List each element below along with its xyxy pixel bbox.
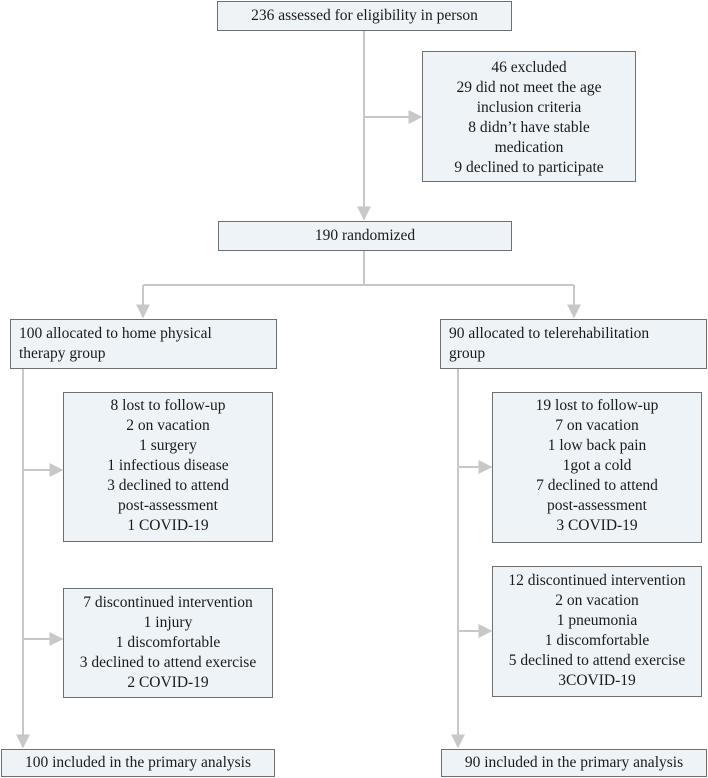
left-discontinued-box: 7 discontinued intervention 1 injury 1 d… bbox=[63, 588, 273, 698]
left-lost-line: post-assessment bbox=[118, 497, 218, 514]
left-allocated-line: therapy group bbox=[19, 345, 106, 362]
right-arm-allocated-box: 90 allocated to telerehabilitation group bbox=[440, 319, 707, 369]
right-discontinued-line: 1 pneumonia bbox=[556, 612, 638, 629]
right-lost-line: 1got a cold bbox=[562, 457, 632, 474]
left-lost-line: 1 COVID-19 bbox=[127, 517, 209, 534]
right-lost-line: 3 COVID-19 bbox=[556, 517, 638, 534]
right-lost-line: 1 low back pain bbox=[547, 437, 647, 454]
right-lost-line: post-assessment bbox=[547, 497, 647, 514]
right-analysis-box: 90 included in the primary analysis bbox=[441, 749, 707, 777]
right-discontinued-line: 12 discontinued intervention bbox=[508, 572, 686, 589]
left-discontinued-line: 2 COVID-19 bbox=[127, 674, 209, 691]
left-discontinued-line: 7 discontinued intervention bbox=[83, 594, 253, 611]
right-discontinued-line: 2 on vacation bbox=[555, 592, 639, 609]
left-discontinued-line: 1 discomfortable bbox=[115, 634, 221, 651]
right-discontinued-line: 5 declined to attend exercise bbox=[508, 652, 686, 669]
left-lost-line: 2 on vacation bbox=[126, 417, 210, 434]
left-analysis-label: 100 included in the primary analysis bbox=[25, 754, 251, 771]
left-allocated-line: 100 allocated to home physical bbox=[19, 325, 212, 342]
right-analysis-label: 90 included in the primary analysis bbox=[464, 754, 684, 771]
randomized-box: 190 randomized bbox=[218, 221, 512, 251]
left-discontinued-line: 3 declined to attend exercise bbox=[79, 654, 257, 671]
right-discontinued-box: 12 discontinued intervention 2 on vacati… bbox=[492, 566, 702, 697]
excluded-line: 29 did not meet the age bbox=[456, 79, 602, 96]
right-allocated-line: 90 allocated to telerehabilitation bbox=[449, 325, 650, 342]
left-lost-line: 1 surgery bbox=[139, 437, 197, 454]
right-allocated-line: group bbox=[449, 345, 486, 362]
randomized-label: 190 randomized bbox=[314, 227, 416, 244]
excluded-line: medication bbox=[494, 139, 564, 156]
left-lost-line: 1 infectious disease bbox=[107, 457, 229, 474]
right-lost-line: 7 declined to attend bbox=[536, 477, 658, 494]
left-lost-box: 8 lost to follow-up 2 on vacation 1 surg… bbox=[63, 392, 273, 542]
right-discontinued-line: 1 discomfortable bbox=[544, 632, 650, 649]
assessed-box: 236 assessed for eligibility in person bbox=[217, 1, 512, 31]
right-discontinued-line: 3COVID-19 bbox=[558, 672, 636, 689]
excluded-line: inclusion criteria bbox=[476, 99, 582, 116]
left-analysis-box: 100 included in the primary analysis bbox=[1, 749, 275, 777]
left-lost-line: 3 declined to attend bbox=[107, 477, 229, 494]
left-discontinued-line: 1 injury bbox=[143, 614, 193, 631]
assessed-label: 236 assessed for eligibility in person bbox=[251, 7, 478, 24]
right-lost-line: 7 on vacation bbox=[555, 417, 639, 434]
left-lost-line: 8 lost to follow-up bbox=[110, 397, 226, 414]
right-lost-box: 19 lost to follow-up 7 on vacation 1 low… bbox=[492, 392, 702, 543]
excluded-line: 8 didn’t have stable bbox=[468, 119, 590, 136]
excluded-box: 46 excluded 29 did not meet the age incl… bbox=[422, 51, 636, 182]
right-lost-line: 19 lost to follow-up bbox=[535, 397, 659, 414]
left-arm-allocated-box: 100 allocated to home physical therapy g… bbox=[10, 319, 277, 369]
excluded-line: 46 excluded bbox=[491, 59, 567, 76]
excluded-line: 9 declined to participate bbox=[454, 159, 604, 176]
